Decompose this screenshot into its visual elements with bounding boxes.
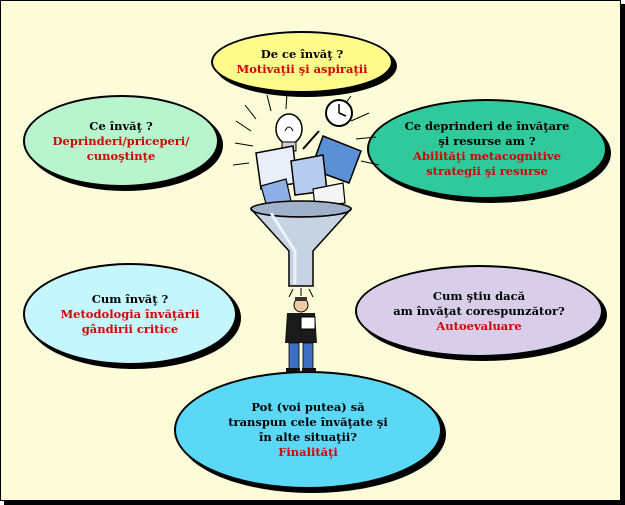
funnel-icon [250,200,352,287]
node-learning-skills: Ce deprinderi de învăţare şi resurse am … [367,99,607,199]
node-what-learn: Ce învăţ ? Deprinderi/priceperi/ cunoşti… [23,95,219,187]
node-answer: Autoevaluare [436,318,522,333]
funnel-illustration [232,92,380,372]
node-answer: Abilităţi metacognitive [413,149,561,163]
node-answer: Metodologia învăţării [60,306,200,321]
node-why-learn: De ce învăţ ? Motivaţii şi aspiraţii [211,31,393,93]
node-transfer: Pot (voi putea) să transpun cele învăţat… [174,371,442,489]
node-self-assessment: Cum ştiu dacă am învăţat corespunzător? … [355,265,603,357]
node-question: Pot (voi putea) să [251,400,365,414]
node-question: De ce învăţ ? [260,47,344,61]
node-question: în alte situaţii? [259,430,357,444]
node-question: am învăţat corespunzător? [393,303,565,318]
node-question: transpun cele învăţate şi [228,415,388,429]
node-how-learn: Cum învăţ ? Metodologia învăţării gândir… [23,263,237,365]
node-question: Cum învăţ ? [91,291,169,306]
node-answer: Motivaţii şi aspiraţii [236,62,368,76]
person-reading-icon [285,288,317,372]
node-answer: strategii şi resurse [426,164,548,178]
node-question: Ce învăţ ? [89,118,153,133]
node-answer: gândirii critice [81,321,179,336]
node-answer: Deprinderi/priceperi/ [52,133,190,148]
burst-lines-icon [232,92,380,166]
node-question: Cum ştiu dacă [432,288,526,303]
clock-icon [325,99,353,127]
node-answer: Finalităţi [278,445,338,459]
node-answer: cunoştinţe [86,148,156,163]
node-question: şi resurse am ? [438,134,536,148]
book-icon [255,130,362,208]
lightbulb-icon [275,113,303,152]
node-question: Ce deprinderi de învăţare [404,119,570,133]
